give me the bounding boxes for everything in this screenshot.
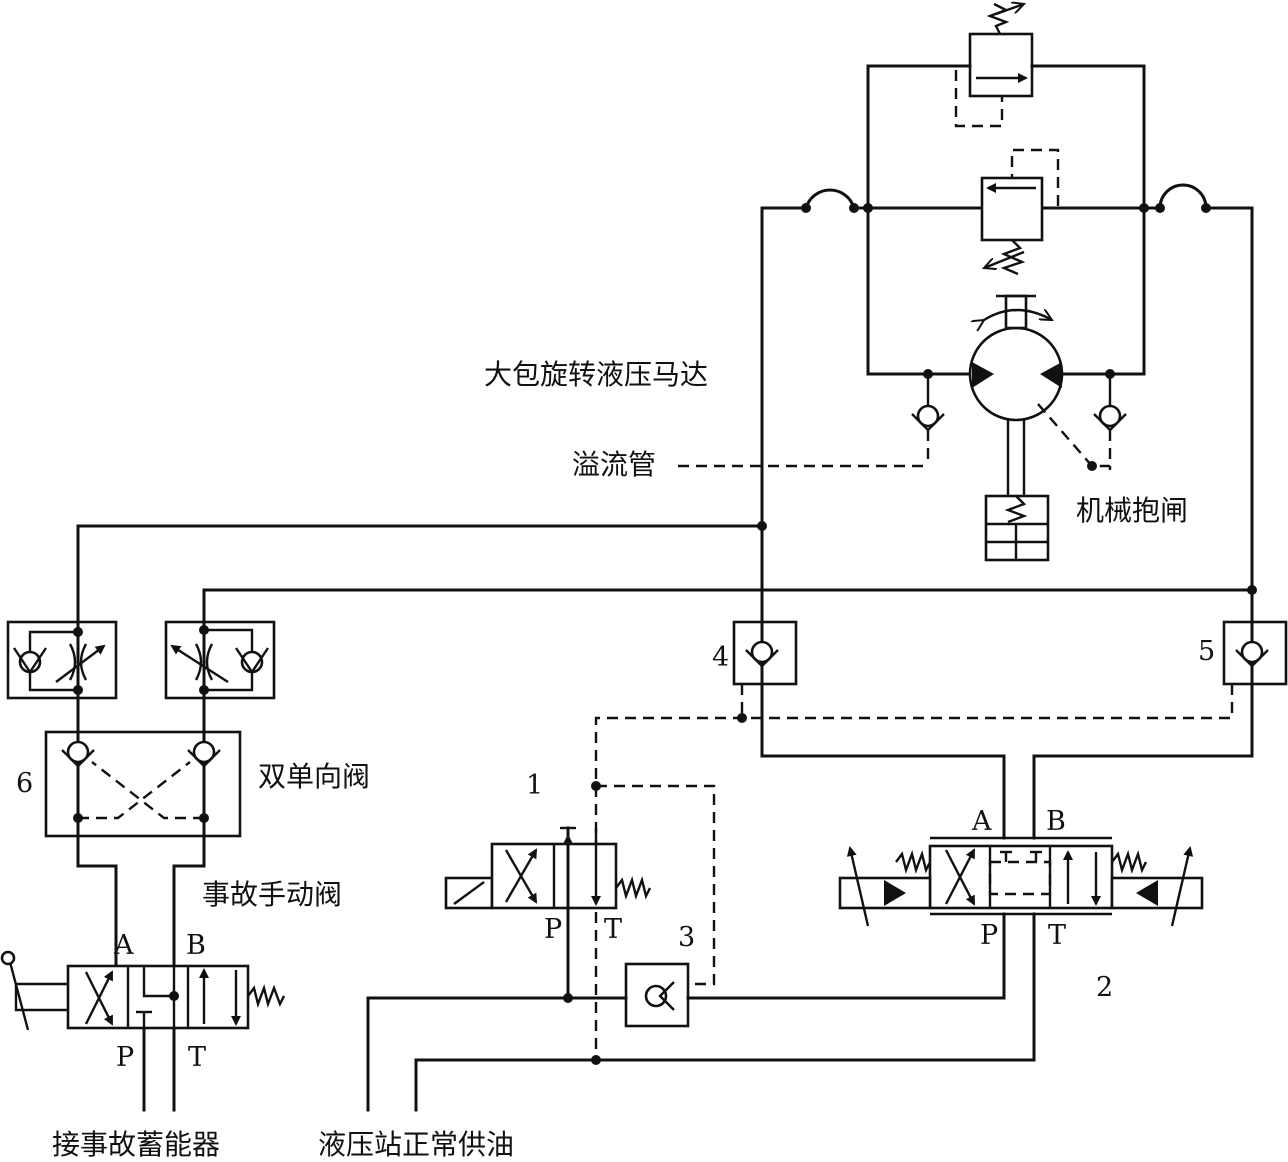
- check-valve-4: [732, 620, 798, 686]
- main-crossover-line: [760, 183, 1254, 213]
- manual-valve-port-b: B: [186, 930, 206, 961]
- label-manual-valve: 事故手动阀: [202, 878, 342, 911]
- check-valve-5: [1222, 620, 1288, 686]
- valve2-port-a: A: [971, 806, 992, 837]
- return-line-t: [414, 912, 1036, 1112]
- label-overflow-pipe: 溢流管: [572, 448, 656, 481]
- manual-valve-port-p: P: [116, 1042, 134, 1073]
- motor-check-valve-left: [911, 369, 945, 466]
- pilot-line-5: [594, 684, 1234, 1060]
- label-number-4: 4: [712, 642, 729, 673]
- line-4-to-A: [760, 682, 1006, 840]
- proportional-valve-2: [838, 836, 1204, 927]
- line-left-down: [76, 834, 118, 968]
- motor-loop-right: [1060, 206, 1146, 376]
- label-number-6: 6: [16, 768, 33, 799]
- manual-emergency-valve: [0, 950, 286, 1031]
- label-number-2: 2: [1096, 972, 1113, 1003]
- label-number-1: 1: [526, 770, 543, 801]
- motor-loop-left: [866, 206, 974, 376]
- relief-valve-upper: [954, 4, 1034, 128]
- valve2-port-t: T: [1048, 920, 1066, 951]
- check-valve-3: [624, 962, 690, 1028]
- manual-valve-port-a: A: [113, 930, 134, 961]
- label-double-check-valve: 双单向阀: [258, 760, 370, 793]
- valve1-port-t: T: [604, 914, 622, 945]
- label-mechanical-brake: 机械抱闸: [1076, 494, 1188, 527]
- line-left-to-motor-b: [202, 588, 1254, 624]
- pilot-line-3: [596, 784, 716, 986]
- throttle-check-valve-right: [164, 620, 276, 700]
- label-accumulator: 接事故蓄能器: [52, 1128, 220, 1161]
- line-left-to-motor-a: [76, 524, 764, 624]
- mechanical-brake: [984, 494, 1050, 562]
- line-right-down: [172, 834, 206, 968]
- solenoid-valve-1: [444, 826, 652, 910]
- label-station-supply: 液压站正常供油: [318, 1128, 514, 1161]
- supply-line-p: [366, 996, 628, 1112]
- label-number-5: 5: [1198, 636, 1215, 667]
- line-5-to-B: [1032, 682, 1254, 840]
- throttle-check-valve-left: [6, 620, 118, 700]
- top-loop-line: [866, 64, 972, 210]
- valve2-port-b: B: [1046, 806, 1066, 837]
- label-motor: 大包旋转液压马达: [484, 358, 708, 391]
- relief-valve-lower: [980, 148, 1060, 276]
- motor-check-valve-right: [1093, 369, 1127, 470]
- hydraulic-motor: [968, 294, 1064, 496]
- supply-line-p2: [686, 912, 1006, 1000]
- valve2-port-p: P: [980, 920, 998, 951]
- top-loop-line-right: [1030, 64, 1146, 210]
- valve1-port-p: P: [544, 914, 562, 945]
- label-number-3: 3: [678, 922, 695, 953]
- manual-valve-port-t: T: [188, 1042, 206, 1073]
- double-check-valve: [44, 696, 242, 838]
